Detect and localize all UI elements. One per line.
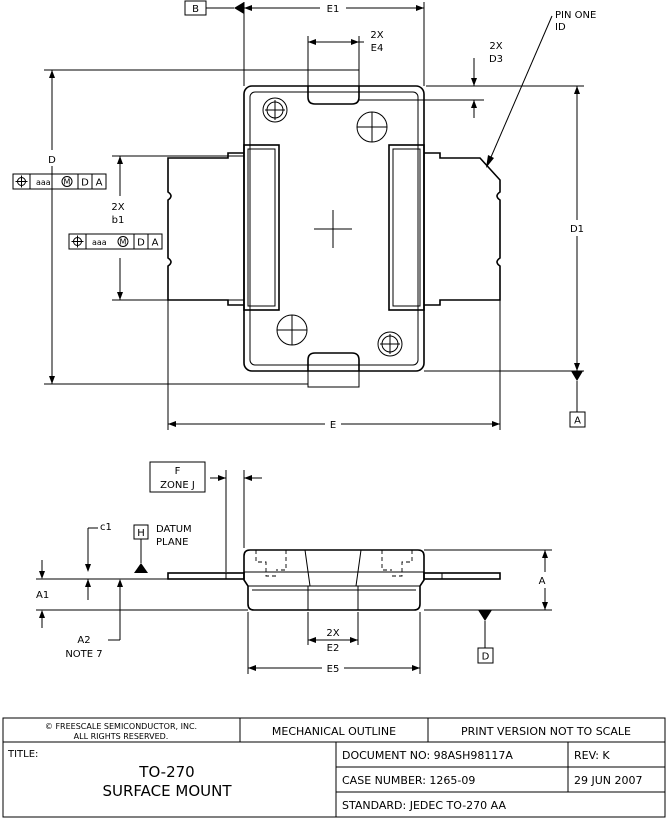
package-lid-outline	[243, 549, 425, 572]
datum-plane-label-2: PLANE	[156, 537, 188, 548]
dim-e4-label: E4	[371, 43, 384, 54]
revision: REV: K	[574, 749, 610, 762]
feature-control-frame-b1: aaa M D A	[68, 233, 163, 250]
copyright-line-1: © FREESCALE SEMICONDUCTOR, INC.	[45, 722, 197, 731]
dim-d-label: D	[48, 155, 56, 166]
dim-a1-label: A1	[36, 590, 49, 601]
bottom-notch	[307, 352, 360, 371]
dim-e5-label: E5	[327, 664, 340, 675]
right-lead-pin-one	[424, 152, 501, 306]
side-view	[167, 549, 501, 611]
dim-d3-count: 2X	[489, 41, 502, 52]
print-version-label: PRINT VERSION NOT TO SCALE	[461, 725, 631, 738]
title-line-2: SURFACE MOUNT	[102, 782, 232, 800]
fcf-d-ref1: D	[81, 178, 89, 189]
feature-control-frame-d: aaa M D A	[12, 173, 107, 190]
datum-h-label: H	[137, 528, 145, 539]
document-number: DOCUMENT NO: 98ASH98117A	[342, 749, 513, 762]
pin-one-label-2: ID	[555, 22, 566, 33]
dim-b1-label: b1	[112, 215, 125, 226]
datum-h-triangle	[134, 563, 148, 573]
fcf-b1-tolerance: aaa	[92, 238, 107, 247]
top-view	[167, 69, 501, 388]
datum-a-label: A	[574, 416, 581, 427]
title-line-1: TO-270	[138, 763, 194, 781]
fcf-d-ref2: A	[96, 178, 103, 189]
center-cutout	[304, 549, 362, 587]
mounting-hole-bottom-left	[276, 314, 308, 346]
fcf-b1-ref2: A	[152, 238, 159, 249]
datum-b-box	[184, 0, 207, 16]
mounting-hole-bottom-right	[377, 331, 403, 357]
dim-a-label: A	[539, 576, 546, 587]
left-lead	[167, 152, 244, 306]
mechanical-outline-label: MECHANICAL OUTLINE	[272, 725, 396, 738]
dim-c1-label: c1	[100, 522, 112, 533]
dim-a2-label: A2	[77, 635, 90, 646]
mounting-hole-top-right	[356, 111, 388, 143]
top-view-dimensions: E1 B 2X E4 2X D3 PIN ONE ID D	[12, 0, 596, 431]
datum-a-triangle	[571, 371, 583, 381]
package-body-inner-outline	[249, 91, 419, 366]
datum-plane-label: DATUM	[156, 524, 192, 535]
fcf-d-modifier: M	[64, 178, 71, 187]
left-lead-side	[167, 572, 245, 580]
dim-d1-label: D1	[570, 224, 584, 235]
pin-one-label: PIN ONE	[555, 10, 596, 21]
dim-e1-label: E1	[327, 4, 340, 15]
top-notch-tab	[307, 69, 360, 86]
zone-j-label: ZONE J	[160, 480, 195, 491]
datum-d-label: D	[482, 652, 490, 663]
date: 29 JUN 2007	[574, 774, 643, 787]
case-number: CASE NUMBER: 1265-09	[342, 774, 475, 787]
center-mark	[314, 210, 352, 248]
datum-d-triangle	[478, 610, 492, 621]
right-lead-window-inner	[392, 148, 421, 307]
dim-e-label: E	[330, 420, 336, 431]
mounting-hole-top-left	[262, 97, 288, 123]
datum-d-box	[477, 647, 494, 664]
fcf-b1-modifier: M	[120, 238, 127, 247]
zone-f-label: F	[175, 466, 181, 477]
top-notch	[307, 86, 360, 105]
left-lead-window-inner	[247, 148, 276, 307]
bottom-notch-tab	[307, 371, 360, 388]
side-view-dimensions: F ZONE J c1 H DATUM PLANE A1 A2 NO	[36, 461, 552, 675]
copyright-line-2: ALL RIGHTS RESERVED.	[74, 732, 169, 741]
pin-one-leader	[487, 15, 553, 165]
datum-a-box	[569, 411, 586, 428]
dim-d3-label: D3	[489, 54, 503, 65]
standard: STANDARD: JEDEC TO-270 AA	[342, 799, 506, 812]
dim-e2-label: E2	[327, 643, 340, 654]
dim-b1-count: 2X	[111, 202, 124, 213]
zone-f-box	[149, 461, 206, 493]
fcf-b1-ref1: D	[137, 238, 145, 249]
dim-e4-count: 2X	[370, 30, 383, 41]
dim-e2-count: 2X	[326, 628, 339, 639]
datum-b-label: B	[192, 4, 199, 15]
right-lead-window	[388, 144, 425, 311]
title-block: © FREESCALE SEMICONDUCTOR, INC. ALL RIGH…	[2, 717, 666, 818]
left-lead-window	[243, 144, 280, 311]
datum-b-triangle	[234, 2, 244, 14]
dim-note7-label: NOTE 7	[65, 649, 102, 660]
title-label: TITLE:	[7, 749, 38, 760]
fcf-d-tolerance: aaa	[36, 178, 51, 187]
package-flange-outline	[243, 572, 425, 611]
right-lead-side	[423, 572, 501, 580]
